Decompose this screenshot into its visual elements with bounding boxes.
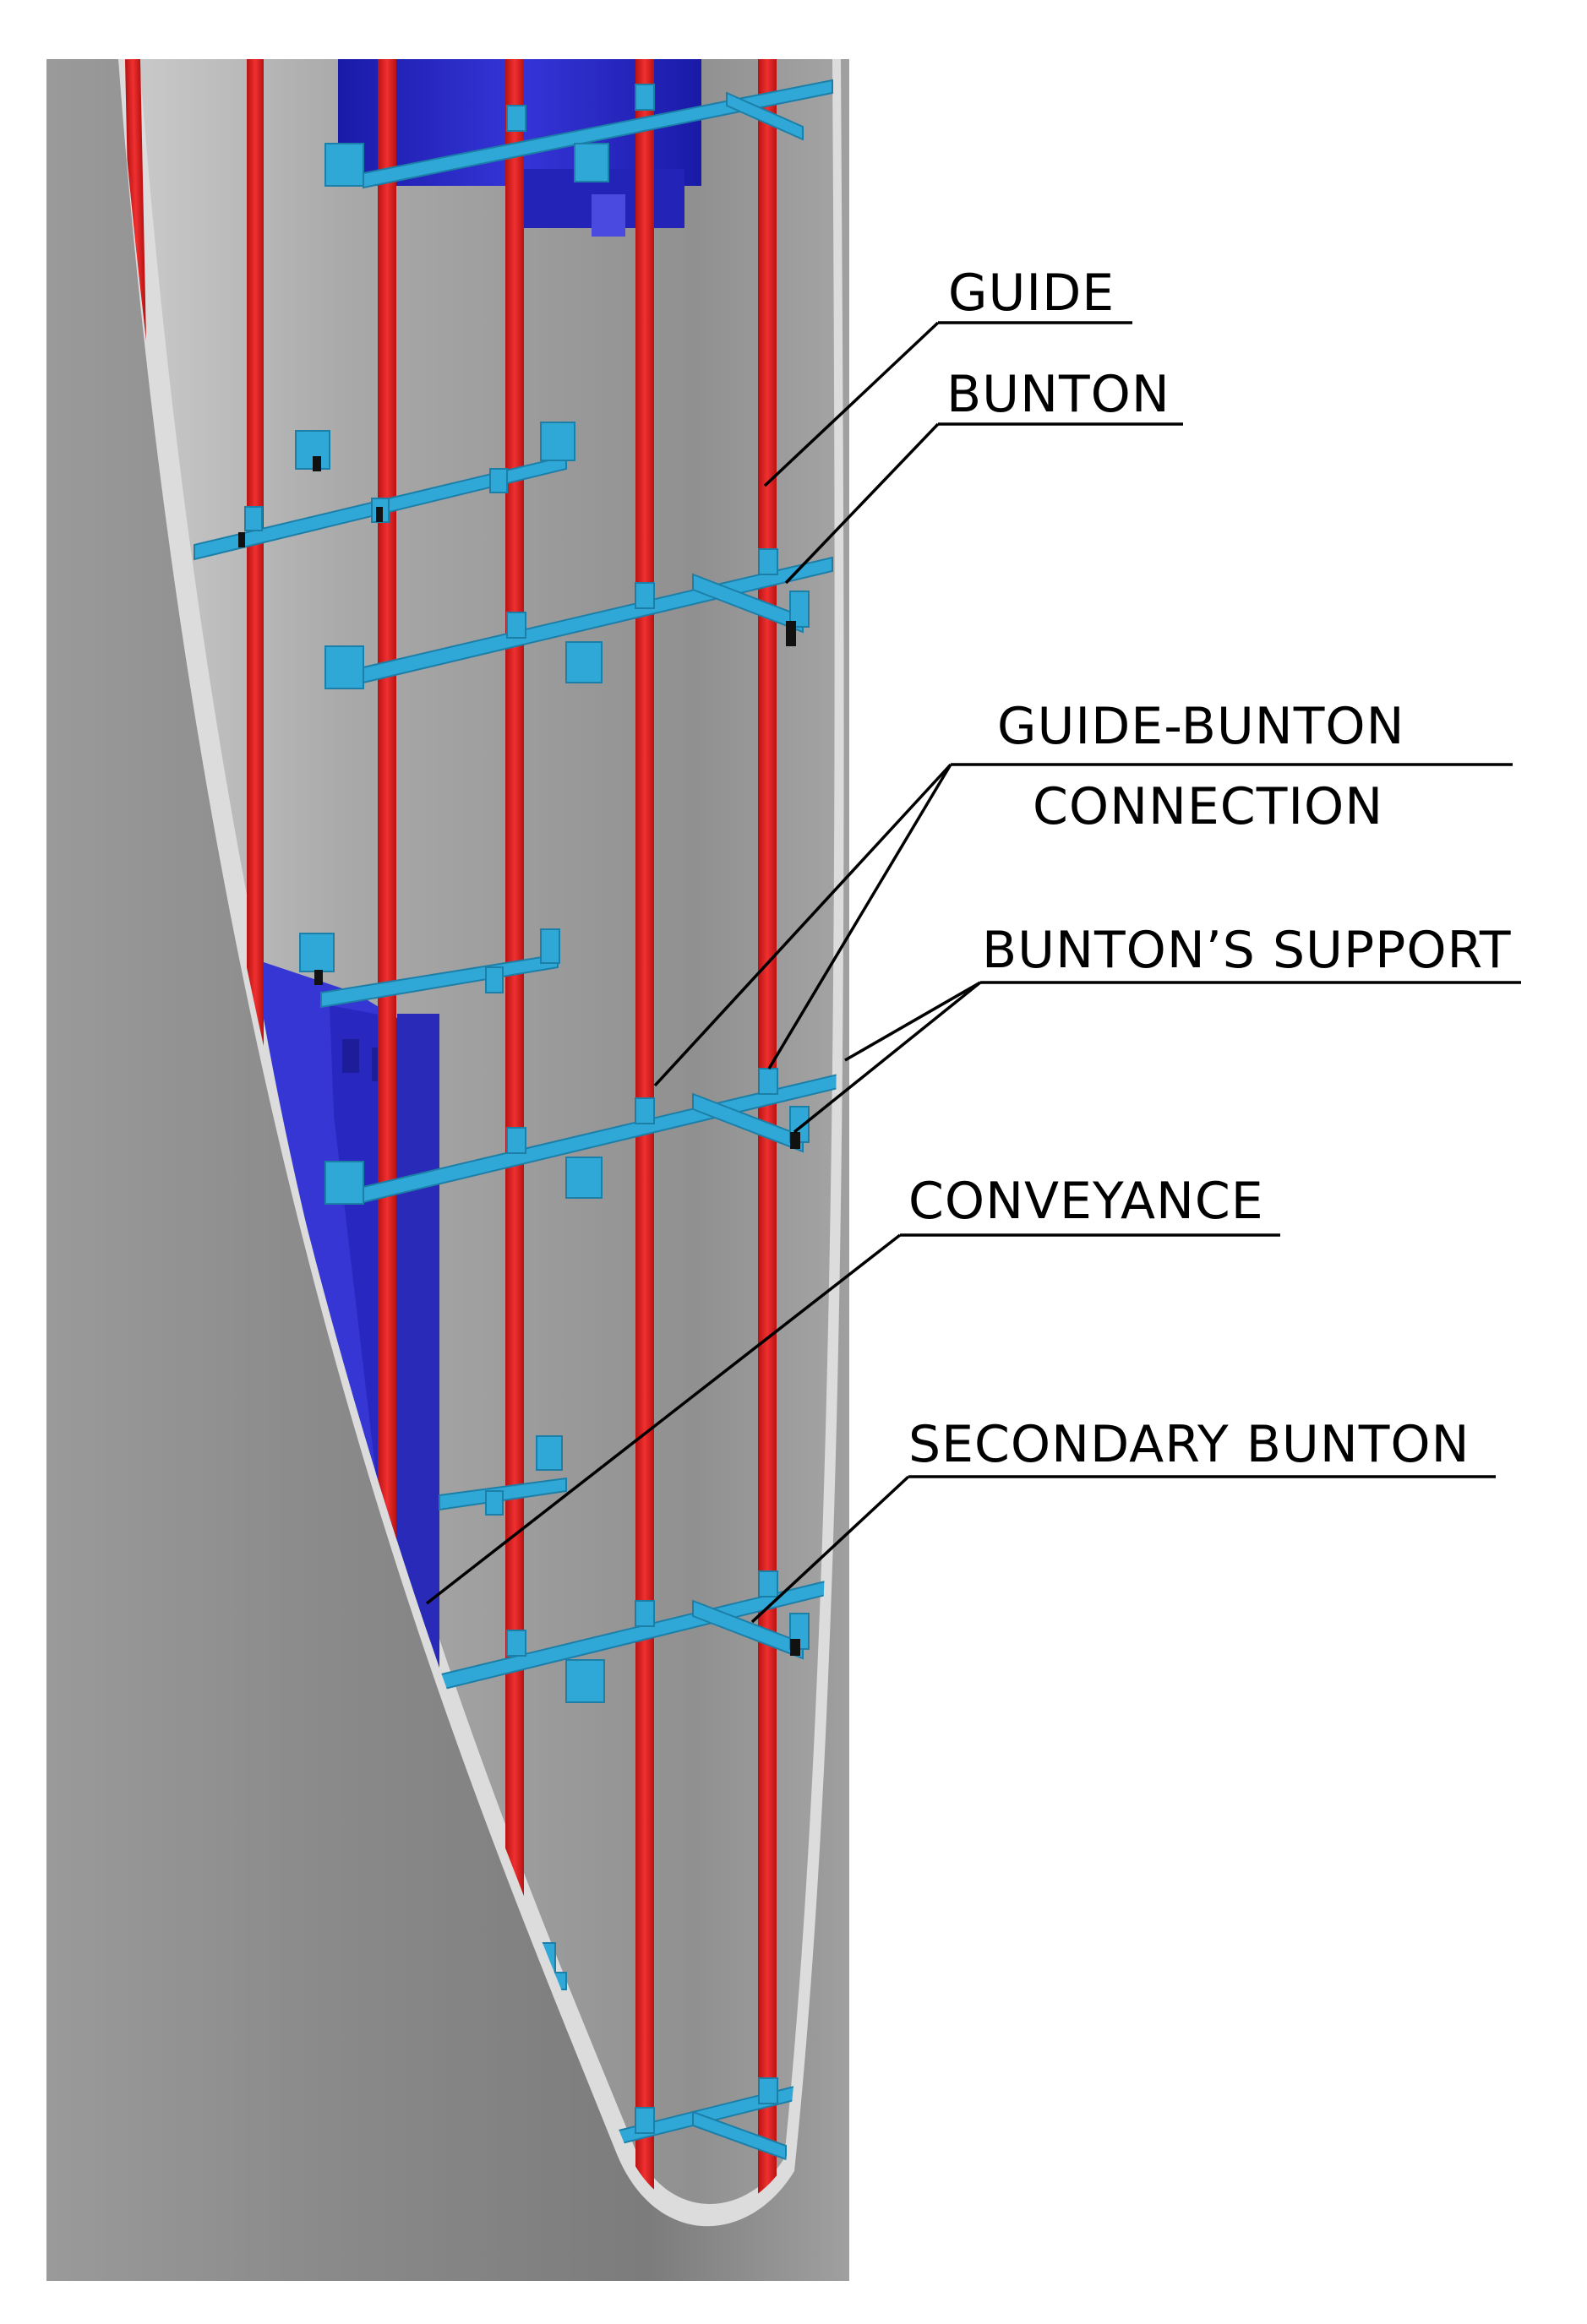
secondary-bunton-back-3 (439, 1435, 567, 1516)
bunton-leader (784, 422, 940, 585)
secondary-bunton-leader (750, 1475, 910, 1624)
label-conveyance: CONVEYANCE (908, 1172, 1264, 1231)
shaft-inner-wall (139, 59, 835, 2204)
buntons-support-leader-1 (844, 981, 981, 1062)
conveyance-leader (425, 1233, 902, 1605)
guide-leader (763, 321, 940, 487)
bunton-supports (238, 456, 800, 1656)
label-guide: GUIDE (948, 264, 1115, 323)
bunton-level-2 (324, 548, 833, 689)
label-guide-bunton-connection-1: GUIDE-BUNTON (997, 697, 1404, 756)
bunton-level-1 (324, 79, 833, 189)
guide-bunton-connection-leader-1 (653, 763, 952, 1087)
label-underlines (900, 321, 1521, 1478)
guide-rail (635, 59, 654, 2212)
buntons (194, 79, 839, 2161)
buntons-support-leader-2 (793, 981, 982, 1134)
bunton-level-3 (324, 1068, 839, 1205)
leader-lines (425, 321, 982, 1624)
label-guide-bunton-connection-2: CONNECTION (1033, 777, 1383, 836)
guide-rail (758, 59, 777, 2212)
bunton-level-5 (608, 2077, 795, 2161)
label-buntons-support: BUNTON’S SUPPORT (982, 921, 1512, 980)
label-bunton: BUNTON (946, 365, 1170, 424)
guide-bunton-connection-leader-2 (767, 764, 952, 1069)
label-secondary-bunton: SECONDARY BUNTON (908, 1415, 1470, 1474)
secondary-bunton-back-2 (299, 928, 560, 1009)
labels: GUIDE BUNTON GUIDE-BUNTON CONNECTION BUN… (908, 264, 1512, 1474)
